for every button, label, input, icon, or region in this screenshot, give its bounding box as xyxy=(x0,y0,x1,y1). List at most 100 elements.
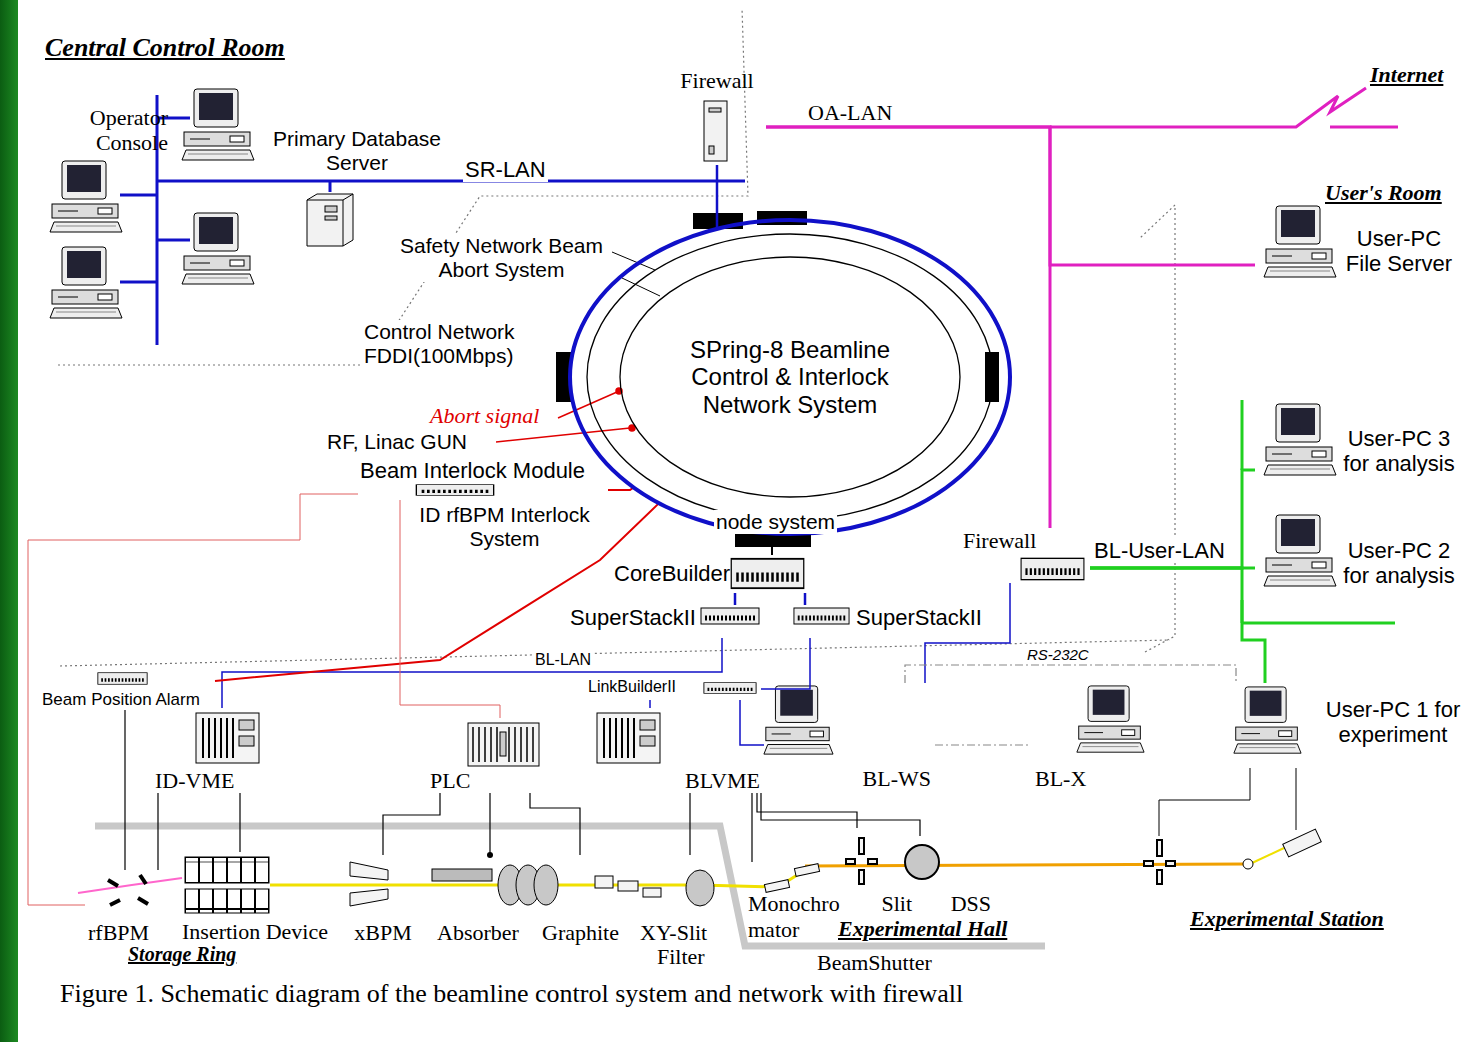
connector xyxy=(28,494,358,905)
beamline-component: xBPM xyxy=(343,855,423,945)
region-title: Central Control Room xyxy=(43,33,287,63)
network-name: BL-User-LAN xyxy=(1092,538,1227,563)
connector xyxy=(716,165,719,229)
connector xyxy=(761,793,920,836)
node-label: LinkBuilderII xyxy=(588,678,676,696)
pc-node: User-PC 1 for experiment xyxy=(1228,683,1473,763)
node-label: Insertion Device xyxy=(182,919,328,944)
link-label: RS-232C xyxy=(1025,646,1091,663)
component-name: BeamShutter xyxy=(815,950,934,975)
connector xyxy=(925,583,1010,683)
workstation-node: BL-X xyxy=(1030,683,1150,791)
node-label: PLC xyxy=(430,768,470,793)
beamline-component: Absorber xyxy=(430,855,526,945)
connector xyxy=(489,793,490,855)
node-label: SPring-8 Beamline Control & Interlock Ne… xyxy=(673,336,908,419)
connector xyxy=(215,503,659,681)
node-label: User-PC 1 for experiment xyxy=(1313,697,1473,748)
controller-node: PLC xyxy=(425,718,545,793)
beamline-component: Graphite xyxy=(532,855,637,945)
connector xyxy=(766,127,1050,528)
region-title: User's Room xyxy=(1323,180,1444,205)
connector xyxy=(771,533,773,555)
connector xyxy=(757,793,857,828)
region-title: Experimental Station xyxy=(1188,906,1386,931)
connector xyxy=(383,793,440,855)
region-title: Internet xyxy=(1368,62,1445,87)
node-label: User-PC 2 for analysis xyxy=(1340,538,1458,589)
node-label: Graphite xyxy=(542,920,619,945)
network-name: SR-LAN xyxy=(463,157,548,182)
network-name: Control Network FDDI(100Mbps) xyxy=(362,320,548,368)
beamline-component: rfBPM xyxy=(85,870,165,945)
node-label: SuperStackII xyxy=(856,605,982,630)
connector xyxy=(905,665,1236,683)
beamline-component: XY-Slit xyxy=(640,855,730,945)
connector xyxy=(935,744,1030,745)
connector xyxy=(751,793,752,862)
node-label: Primary Database Server xyxy=(262,127,452,175)
switch-node: SuperStackII xyxy=(568,605,763,638)
connector xyxy=(124,710,125,870)
node-label: BL-X xyxy=(1035,766,1086,791)
connector xyxy=(734,593,737,605)
node-label: ID-VME xyxy=(155,768,234,793)
firewall-node: Firewall xyxy=(960,528,1090,583)
connector xyxy=(608,487,634,490)
pc-node: User-PC 3 for analysis xyxy=(1255,400,1458,492)
network-name: Safety Network Beam Abort System xyxy=(392,234,611,282)
region-title: Storage Ring xyxy=(126,943,238,966)
switch-node: CoreBuilder xyxy=(612,555,812,593)
network-name: OA-LAN xyxy=(806,100,894,125)
side-band xyxy=(0,0,18,1042)
connector xyxy=(766,127,1255,265)
node-label: CoreBuilder xyxy=(614,561,730,586)
node-label: BL-WS xyxy=(863,766,931,791)
connector xyxy=(530,793,580,855)
network-ring: SPring-8 Beamline Control & Interlock Ne… xyxy=(568,218,1012,536)
connector xyxy=(157,793,158,870)
node-label: Absorber xyxy=(437,920,519,945)
node-label: DSS xyxy=(951,891,991,916)
connector xyxy=(761,638,810,689)
switch-node: LinkBuilderII xyxy=(586,678,761,700)
node-label: BLVME xyxy=(685,768,760,793)
connector xyxy=(239,793,240,852)
connector xyxy=(1090,470,1255,568)
connector xyxy=(804,593,807,605)
pc-node: User-PC 2 for analysis xyxy=(1255,512,1458,604)
node-label: User-PC 3 for analysis xyxy=(1340,426,1458,477)
signal-name: Abort signal xyxy=(428,403,541,428)
connector xyxy=(649,700,651,708)
connector xyxy=(689,793,690,855)
node-label: SuperStackII xyxy=(570,605,696,630)
node-label: xBPM xyxy=(354,920,411,945)
beamline-component: Slit xyxy=(850,828,912,916)
node-label: Beam Position Alarm xyxy=(42,690,200,710)
node-label: User-PC File Server xyxy=(1340,226,1458,277)
node-label: Firewall xyxy=(963,528,1036,553)
node-label: Firewall xyxy=(680,68,753,93)
console-node: Operator Console xyxy=(46,105,170,157)
switch-node: SuperStackII xyxy=(790,605,990,638)
connector xyxy=(740,700,764,745)
node-label: Operator Console xyxy=(46,105,168,156)
interlock-node: Beam Interlock Module xyxy=(358,458,608,500)
alarm-node: Beam Position Alarm xyxy=(40,668,215,710)
device-name: RF, Linac GUN xyxy=(325,430,469,454)
workstation-node: BL-WS xyxy=(764,683,935,791)
figure-caption: Figure 1. Schematic diagram of the beaml… xyxy=(58,979,965,1009)
beamline-component: DSS xyxy=(903,836,993,916)
region-title: Experimental Hall xyxy=(836,916,1009,941)
system-name: node system xyxy=(714,510,837,534)
node-label: rfBPM xyxy=(88,920,149,945)
connector xyxy=(1090,568,1265,683)
firewall-node: Firewall xyxy=(668,68,766,165)
node-label: XY-Slit xyxy=(640,920,707,945)
node-label: Beam Interlock Module xyxy=(360,458,585,483)
beamline-component: Insertion Device xyxy=(180,852,355,944)
component-name: Filter xyxy=(655,944,707,969)
pc-node: User-PC File Server xyxy=(1255,200,1458,292)
controller-node: BLVME xyxy=(594,708,762,793)
link-label: BL-LAN xyxy=(533,651,593,669)
